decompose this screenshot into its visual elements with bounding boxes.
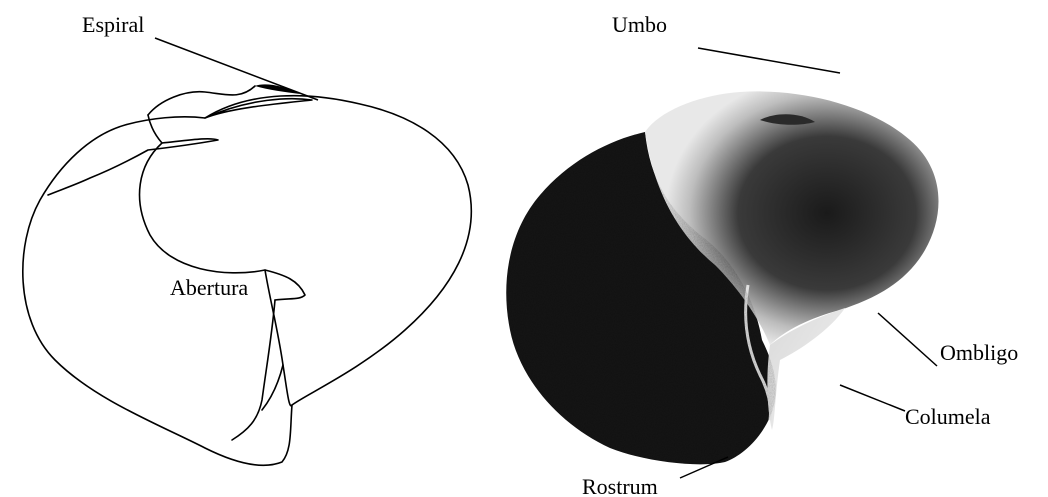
leader-umbo (698, 48, 840, 73)
inner-suture (48, 115, 218, 195)
label-espiral: Espiral (82, 12, 144, 37)
label-umbo: Umbo (612, 12, 667, 37)
label-abertura: Abertura (170, 275, 248, 300)
leader-ombligo (878, 313, 937, 366)
spire-tip (255, 84, 300, 94)
spire-upper (148, 86, 255, 115)
spire-whorl (205, 99, 312, 118)
label-rostrum: Rostrum (582, 474, 658, 497)
columella-line-c (262, 365, 283, 410)
columella-line-b (232, 300, 275, 440)
photograph-panel (506, 91, 938, 464)
leader-columela (840, 385, 905, 411)
leader-espiral (155, 38, 318, 100)
columella-line-a (265, 270, 292, 406)
label-ombligo: Ombligo (940, 340, 1018, 365)
label-columela: Columela (905, 404, 991, 429)
